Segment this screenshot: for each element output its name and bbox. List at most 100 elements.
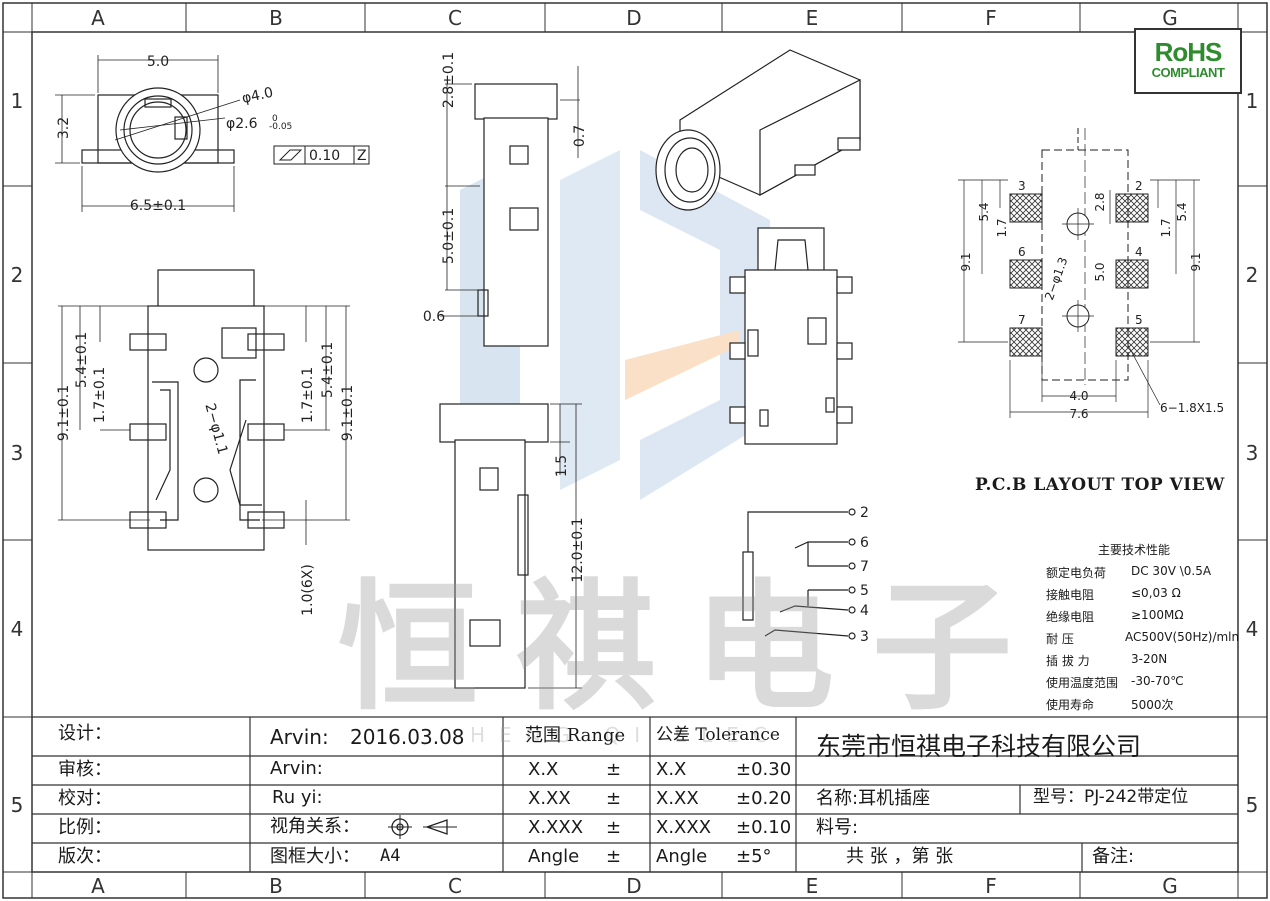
top-view	[58, 269, 350, 551]
side-view	[440, 66, 580, 347]
label-proof: 校对：	[58, 788, 112, 809]
tol-angle-value: ±5°	[736, 846, 772, 867]
grid-row-4: 4	[11, 617, 24, 641]
grid-col-g-bottom: G	[1162, 874, 1178, 898]
spec-key: 使用寿命	[1046, 698, 1095, 712]
pcb-dim-91-right: 9.1	[1189, 252, 1203, 271]
grid-row-1: 1	[11, 89, 24, 113]
dim-side-50: 5.0±0.1	[441, 208, 457, 264]
spec-key: 额定电负荷	[1046, 566, 1107, 580]
grid-col-g: G	[1162, 6, 1178, 30]
dim-side-07: 0.7	[572, 125, 588, 147]
grid-row-5: 5	[11, 793, 24, 817]
pm-sign: ±	[606, 817, 622, 838]
spec-key: 绝缘电阻	[1046, 610, 1095, 624]
notes-label: 备注:	[1092, 846, 1135, 867]
dim-top-10: 1.0(6X)	[300, 564, 316, 616]
spec-value: ≥100MΩ	[1131, 608, 1184, 622]
watermark-subtext: HENG QI ELEC	[470, 723, 781, 747]
dim-front-height: 3.2	[56, 117, 72, 139]
pcb-pad-4: 4	[1135, 245, 1143, 259]
grid-col-a: A	[91, 6, 105, 30]
grid-col-e: E	[806, 6, 819, 30]
dim-phi26-tol2: -0.05	[269, 122, 292, 132]
dim-phi26-tol: 0	[272, 114, 278, 124]
spec-value: AC500V(50Hz)/mln	[1125, 630, 1240, 644]
pcb-dim-91-left: 9.1	[959, 252, 973, 271]
grid-row-2: 2	[11, 263, 24, 287]
pcb-dim-54-right: 5.4	[1175, 202, 1189, 221]
dim-side-top: 2.8±0.1	[441, 52, 457, 108]
grid-row-4-right: 4	[1246, 617, 1259, 641]
range-xx: X.XX	[528, 788, 571, 809]
isometric-view	[655, 49, 861, 211]
tolerance-header: 公差 Tolerance	[656, 725, 780, 745]
pm-sign: ±	[606, 759, 622, 780]
grid-col-f-bottom: F	[985, 874, 997, 898]
spec-value: 3-20N	[1131, 652, 1168, 666]
pcb-dim-holes: 2−φ1.3	[1042, 255, 1070, 302]
dim-phi4: φ4.0	[241, 85, 275, 107]
tol-x-value: ±0.30	[736, 759, 792, 780]
label-design: 设计：	[58, 723, 112, 744]
grid-col-b: B	[269, 6, 283, 30]
designer-name: Arvin:	[270, 725, 329, 749]
rohs-title: RoHS	[1154, 37, 1223, 67]
pm-sign: ±	[606, 846, 622, 867]
label-version: 版次：	[58, 846, 112, 867]
part-number-label: 料号:	[816, 817, 859, 838]
pcb-layout	[958, 128, 1200, 418]
spec-value: 5000次	[1131, 698, 1174, 712]
tol-xxx-value: ±0.10	[736, 817, 792, 838]
spec-value: DC 30V \0.5A	[1131, 564, 1212, 578]
front-view	[55, 55, 370, 212]
dim-base-width: 6.5±0.1	[130, 198, 186, 214]
pcb-dim-28: 2.8	[1093, 192, 1107, 211]
sheet-count: 共 张 ，第 张	[846, 846, 954, 867]
rohs-subtitle: COMPLIANT	[1151, 65, 1225, 80]
dim-top-91-left: 9.1±0.1	[56, 385, 72, 441]
schematic-pin-3: 3	[860, 629, 869, 645]
grid-row-2-right: 2	[1246, 263, 1259, 287]
dim-side-120: 12.0±0.1	[570, 517, 586, 582]
spec-key: 接触电阻	[1046, 588, 1095, 602]
dim-front-width: 5.0	[147, 54, 169, 70]
grid-col-f: F	[985, 6, 997, 30]
grid-col-c-bottom: C	[448, 874, 462, 898]
pcb-layout-title: P.C.B LAYOUT TOP VIEW	[975, 475, 1225, 495]
pcb-dim-54-left: 5.4	[977, 202, 991, 221]
watermark-text: 恒祺电子	[338, 566, 1051, 730]
pcb-pad-6: 6	[1018, 245, 1026, 259]
checker-name: Arvin:	[270, 758, 323, 779]
range-header: 范围 Range	[525, 725, 626, 746]
grid-col-d-bottom: D	[626, 874, 641, 898]
spec-key: 耐 压	[1046, 632, 1074, 646]
dim-flatness-tol: 0.10	[309, 148, 340, 164]
schematic	[742, 508, 856, 640]
grid-col-a-bottom: A	[91, 874, 105, 898]
schematic-pin-4: 4	[860, 603, 869, 619]
tol-x-key: X.X	[656, 759, 687, 780]
schematic-pin-2: 2	[860, 505, 869, 521]
grid-col-c: C	[448, 6, 462, 30]
dim-phi26: φ2.6	[226, 116, 258, 132]
label-scale: 比例：	[58, 817, 112, 838]
tol-xx-value: ±0.20	[736, 788, 792, 809]
pcb-dim-17-left: 1.7	[995, 218, 1009, 237]
dim-top-54-left: 5.4±0.1	[74, 332, 90, 388]
spec-key: 使用温度范围	[1046, 676, 1119, 690]
design-date: 2016.03.08	[350, 725, 465, 749]
spec-value: -30-70℃	[1131, 674, 1184, 688]
frame-size-label: 图框大小：	[270, 846, 360, 867]
label-review: 审核：	[58, 759, 112, 780]
pcb-pad-5: 5	[1135, 313, 1143, 327]
grid-row-3: 3	[11, 441, 24, 465]
pcb-dim-76: 7.6	[1069, 407, 1088, 421]
pcb-dim-17-right: 1.7	[1159, 218, 1173, 237]
spec-value: ≤0,03 Ω	[1131, 586, 1181, 600]
grid-row-5-right: 5	[1246, 793, 1259, 817]
grid-col-e-bottom: E	[806, 874, 819, 898]
company-name: 东莞市恒祺电子科技有限公司	[816, 732, 1142, 761]
dim-top-17-right: 1.7±0.1	[300, 367, 316, 423]
range-xxx: X.XXX	[528, 817, 584, 838]
